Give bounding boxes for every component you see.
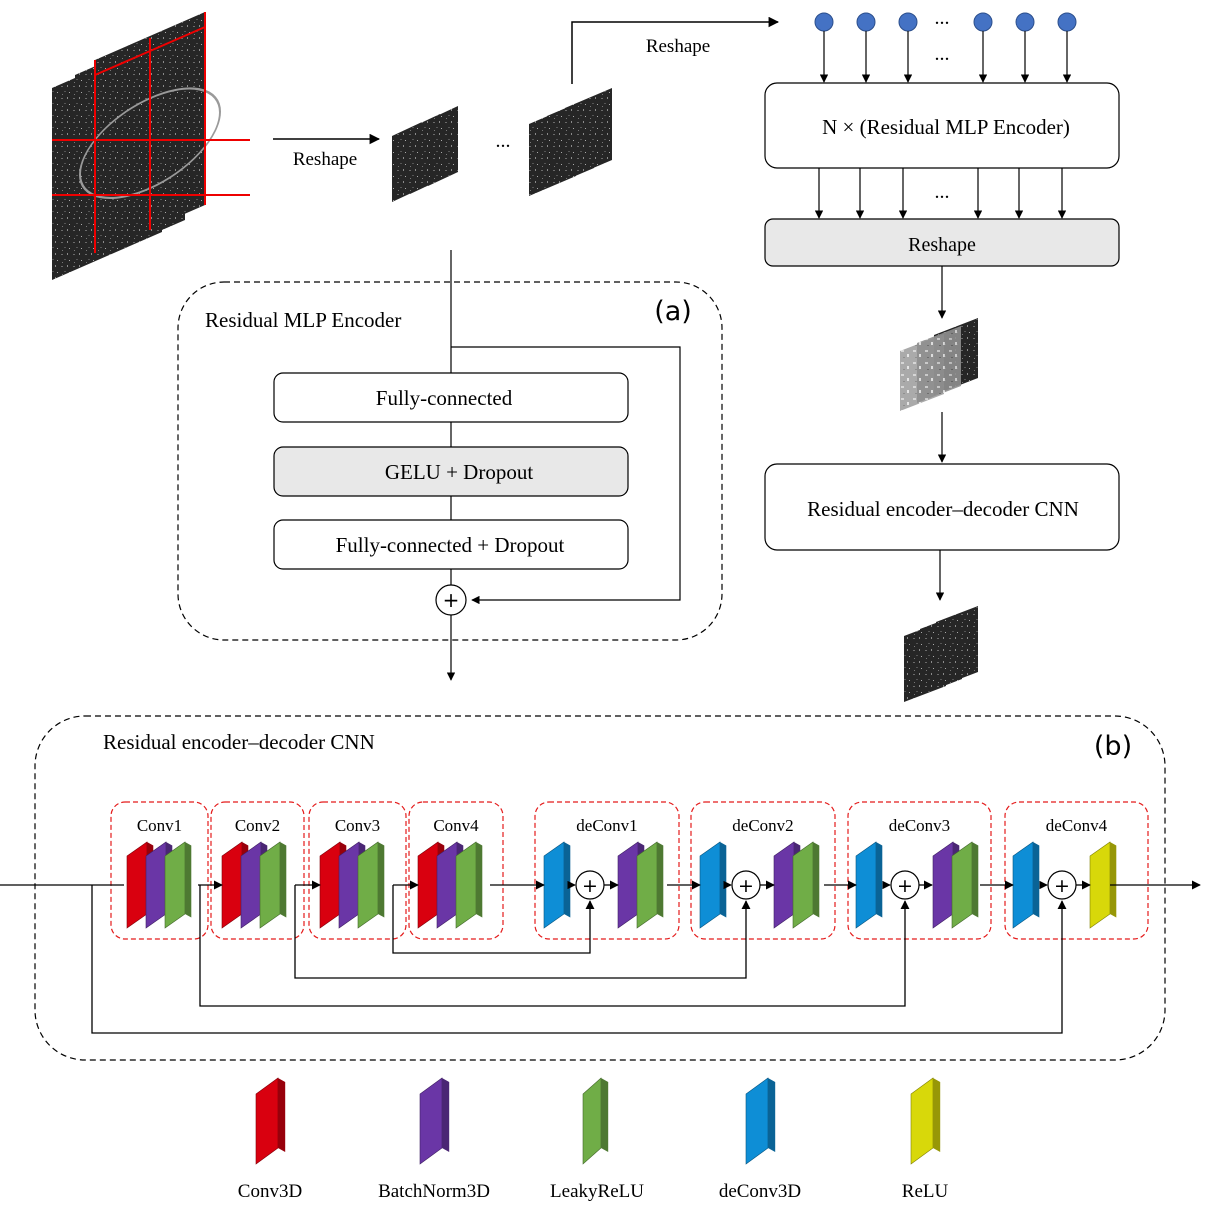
deconv3d-layer xyxy=(855,841,883,929)
legend-swatch-leakyrelu xyxy=(582,1077,609,1165)
output-ellipsis: ... xyxy=(935,181,950,203)
leakyrelu-layer xyxy=(455,841,483,929)
panel-b-add-symbol: + xyxy=(582,875,598,897)
panel-b-network: Conv1 Conv2 Conv3 Conv4 deConv1 deConv2 deConv… xyxy=(0,801,1201,1034)
leakyrelu-layer xyxy=(636,841,664,929)
legend-label-leakyrelu: LeakyReLU xyxy=(550,1181,644,1202)
encoder-stack-box xyxy=(764,82,1120,169)
legend-label-batchnorm3d: BatchNorm3D xyxy=(378,1181,490,1202)
patch-grid-lines xyxy=(52,12,250,253)
token-dot xyxy=(1015,12,1035,32)
leakyrelu-layer xyxy=(164,841,192,929)
block-label-conv1: Conv1 xyxy=(137,816,182,835)
block-label-deconv1: deConv1 xyxy=(576,816,637,835)
block-label-deconv2: deConv2 xyxy=(732,816,793,835)
leakyrelu-layer xyxy=(259,841,287,929)
token-ellipsis-2: ... xyxy=(935,43,950,65)
token-dot xyxy=(898,12,918,32)
block-frame-conv1 xyxy=(110,801,209,940)
token-ellipsis: ... xyxy=(935,7,950,29)
panel-b-tag: (b) xyxy=(1094,731,1132,762)
leakyrelu-layer xyxy=(951,841,979,929)
block-frame-conv2 xyxy=(210,801,305,940)
panel-a-tag: (a) xyxy=(654,296,692,327)
output-volume xyxy=(904,606,978,702)
block-frame-deconv3 xyxy=(847,801,992,940)
block-frame-deconv4 xyxy=(1004,801,1149,940)
panel-a-skip-connection xyxy=(451,346,681,605)
patch-stack-first xyxy=(392,106,458,202)
panel-b-add-symbol: + xyxy=(897,875,913,897)
block-label-conv4: Conv4 xyxy=(433,816,479,835)
relu-layer xyxy=(1089,841,1117,929)
block-label-conv3: Conv3 xyxy=(335,816,380,835)
panel-b-skip-connection xyxy=(199,885,910,1007)
block-label-deconv3: deConv3 xyxy=(889,816,950,835)
panel-b-skip-connection xyxy=(294,885,751,979)
legend-swatch-conv3d xyxy=(255,1077,286,1165)
token-dot xyxy=(856,12,876,32)
cnn-box xyxy=(764,463,1120,551)
reshape-label-2: Reshape xyxy=(646,36,710,57)
reshaped-volume xyxy=(900,318,978,411)
deconv3d-layer xyxy=(699,841,727,929)
fc2-label: Fully-connected + Dropout xyxy=(336,533,565,557)
deconv3d-layer xyxy=(1012,841,1040,929)
legend-swatch-relu xyxy=(910,1077,941,1165)
panel-b-add-symbol: + xyxy=(738,875,754,897)
token-dot xyxy=(973,12,993,32)
input-volume xyxy=(52,12,250,280)
patch-stack-last xyxy=(529,88,612,196)
panel-b-frame xyxy=(34,715,1166,1061)
token-dot xyxy=(814,12,834,32)
leakyrelu-layer xyxy=(357,841,385,929)
deconv3d-layer xyxy=(543,841,571,929)
legend-swatch-batchnorm3d xyxy=(419,1077,450,1165)
fc1-label: Fully-connected xyxy=(376,386,513,410)
token-dot xyxy=(1057,12,1077,32)
panel-b-title: Residual encoder–decoder CNN xyxy=(103,730,375,754)
leakyrelu-layer xyxy=(792,841,820,929)
block-frame-conv3 xyxy=(308,801,407,940)
legend-label-conv3d: Conv3D xyxy=(238,1181,302,1202)
block-frame-deconv1 xyxy=(534,801,680,940)
arrow-reshape-2 xyxy=(571,16,780,84)
cnn-box-label: Residual encoder–decoder CNN xyxy=(807,497,1079,521)
block-label-deconv4: deConv4 xyxy=(1046,816,1108,835)
panel-a-frame xyxy=(177,281,723,641)
reshape-label-1: Reshape xyxy=(293,149,357,170)
block-label-conv2: Conv2 xyxy=(235,816,280,835)
panel-a-add-symbol: + xyxy=(443,588,460,612)
legend-label-deconv3d: deConv3D xyxy=(719,1181,801,1202)
legend-label-relu: ReLU xyxy=(902,1181,949,1202)
panel-a-title: Residual MLP Encoder xyxy=(205,308,401,332)
layer-legend: Conv3D BatchNorm3D LeakyReLU deConv3D ReLU xyxy=(238,1077,949,1202)
gelu-label: GELU + Dropout xyxy=(385,460,533,484)
token-row xyxy=(814,12,1077,83)
panel-b-skip-connection xyxy=(91,885,1067,1034)
panel-b-add-symbol: + xyxy=(1054,875,1070,897)
block-frame-deconv2 xyxy=(690,801,836,940)
panel-b-skip-connection xyxy=(392,885,595,954)
encoder-stack-label: N × (Residual MLP Encoder) xyxy=(822,115,1070,139)
patch-ellipsis: ... xyxy=(496,130,511,152)
reshape-label-3: Reshape xyxy=(908,234,976,256)
encoder-output-arrows xyxy=(814,168,1067,219)
legend-swatch-deconv3d xyxy=(745,1077,776,1165)
block-frame-conv4 xyxy=(408,801,504,940)
